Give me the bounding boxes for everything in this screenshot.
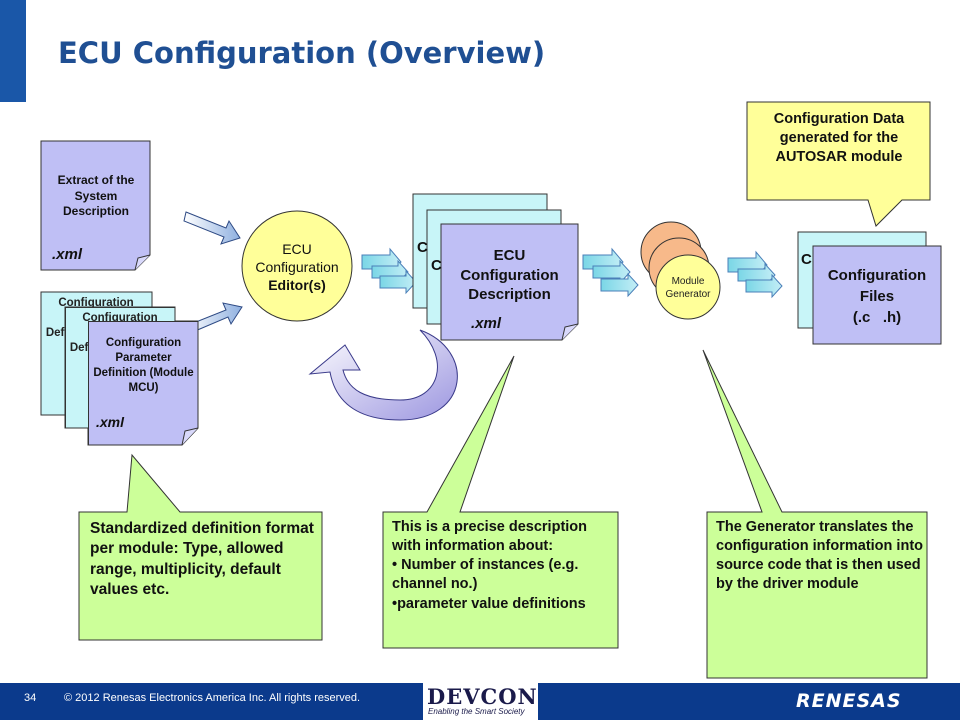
config-files-front-shape (812, 245, 942, 345)
callout-right-text: The Generator translates the configurati… (716, 519, 924, 593)
slide-title: ECU Configuration (Overview) (58, 36, 546, 70)
generator-line1: Module (671, 276, 705, 287)
devcon-logo (423, 683, 538, 720)
ecu-desc-line3: Description (468, 286, 551, 303)
editor-line3: Editor(s) (268, 277, 326, 294)
callout-middle-bullet1: • Number of instances (e.g. channel no.) (392, 557, 579, 593)
param-doc-front-label: Configuration Parameter Definition (Modu… (93, 337, 194, 394)
extract-doc-label: Extract of the System Description (57, 173, 135, 219)
arrows-desc-to-generator (582, 247, 639, 298)
ecu-desc-label: ECU Configuration Description (441, 246, 578, 305)
callout-middle-intro: This is a precise description with infor… (392, 519, 588, 555)
callout-right-shape (702, 349, 928, 679)
generator-circle-front (655, 254, 721, 320)
arrows-generator-to-files (727, 250, 783, 299)
loop-arrow (308, 329, 458, 421)
config-files-line1: Configuration (827, 267, 927, 284)
callout-left-shape (78, 453, 323, 641)
arrow-extract-to-editor (183, 211, 241, 245)
config-files-line3: (.c .h) (852, 309, 902, 326)
callout-top-text: Configuration Data generated for the AUT… (773, 111, 905, 166)
config-files-line2: Files (859, 288, 895, 305)
ecu-desc-back-fragment: C (417, 239, 428, 256)
devcon-logo-word: DEVCON (427, 684, 538, 709)
page-number: 34 (24, 692, 37, 704)
ecu-desc-line1: ECU (493, 247, 526, 264)
editor-line1: ECU (282, 241, 312, 257)
ecu-desc-line2: Configuration (460, 266, 559, 284)
ecu-desc-middle-fragment: C (431, 257, 442, 274)
renesas-logo: RENESAS (796, 690, 902, 712)
param-doc-front-cover (88, 321, 199, 446)
callout-top-shape (746, 101, 931, 227)
callout-middle-shape (382, 355, 619, 649)
editor-circle (241, 210, 353, 322)
extract-doc-ext: .xml (52, 246, 83, 263)
callout-middle-bullet2: •parameter value definitions (392, 595, 586, 612)
editor-label: ECU Configuration Editor(s) (242, 240, 352, 295)
generator-label: Module Generator (656, 276, 720, 301)
param-doc-ext: .xml (96, 414, 125, 430)
generator-line2: Generator (665, 288, 711, 300)
copyright-text: © 2012 Renesas Electronics America Inc. … (64, 692, 361, 704)
devcon-tagline: Enabling the Smart Society (428, 707, 525, 716)
config-files-back-fragment: C (801, 251, 812, 268)
callout-middle-text: This is a precise description with infor… (392, 518, 616, 614)
editor-line2: Configuration (255, 259, 339, 276)
config-files-label: Configuration Files (.c .h) (813, 265, 941, 328)
ecu-desc-ext: .xml (471, 315, 502, 332)
arrows-editor-to-desc (361, 247, 417, 295)
accent-bar (0, 0, 26, 102)
callout-left-text: Standardized definition format per modul… (90, 520, 314, 599)
